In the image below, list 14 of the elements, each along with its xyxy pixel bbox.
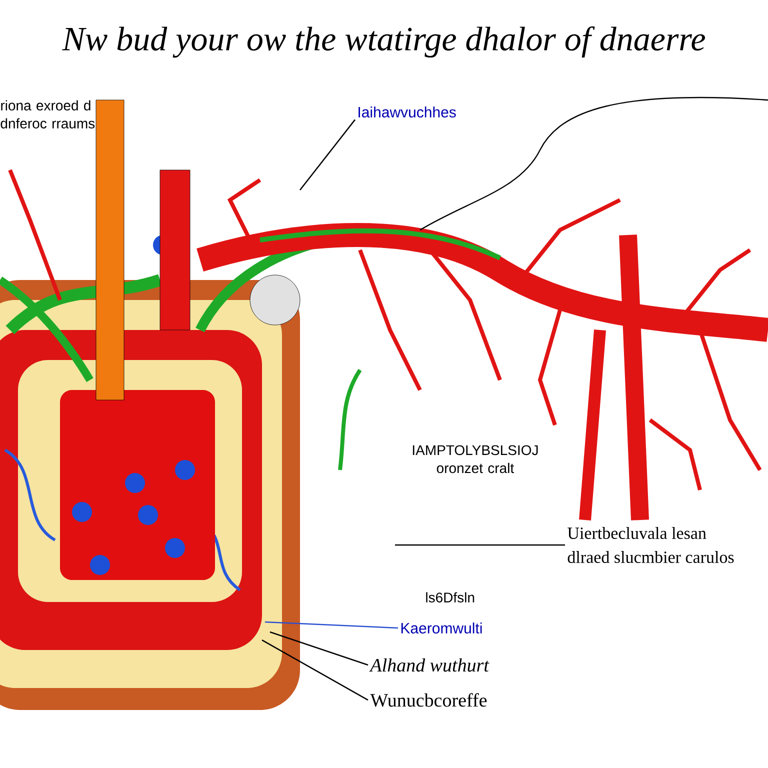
leader-line bbox=[270, 631, 368, 666]
callout-label: Wunucbcoreffe bbox=[370, 693, 487, 707]
callout-label: Kaeromwulti bbox=[401, 622, 482, 634]
leader-line bbox=[264, 621, 398, 629]
leader-line bbox=[395, 544, 565, 546]
part-label: riona exroed d dnferoc rraums bbox=[0, 100, 95, 128]
callout-label: Iaihawvuchhes bbox=[358, 106, 456, 118]
part-label: ls6Dfsln bbox=[426, 592, 474, 602]
leader-line bbox=[300, 119, 356, 190]
title: Nw bud your ow the wtatirge dhalor of dnaerre bbox=[62, 26, 706, 58]
callout-label: Alhand wuthurt bbox=[369, 658, 490, 672]
leader-line bbox=[262, 639, 368, 701]
part-label: IAMPTOLYBSLSIOJ oronzet cralt bbox=[412, 445, 538, 474]
callout-label: Uiertbecluvala lesan dlraed slucmbier carulos bbox=[568, 527, 734, 563]
